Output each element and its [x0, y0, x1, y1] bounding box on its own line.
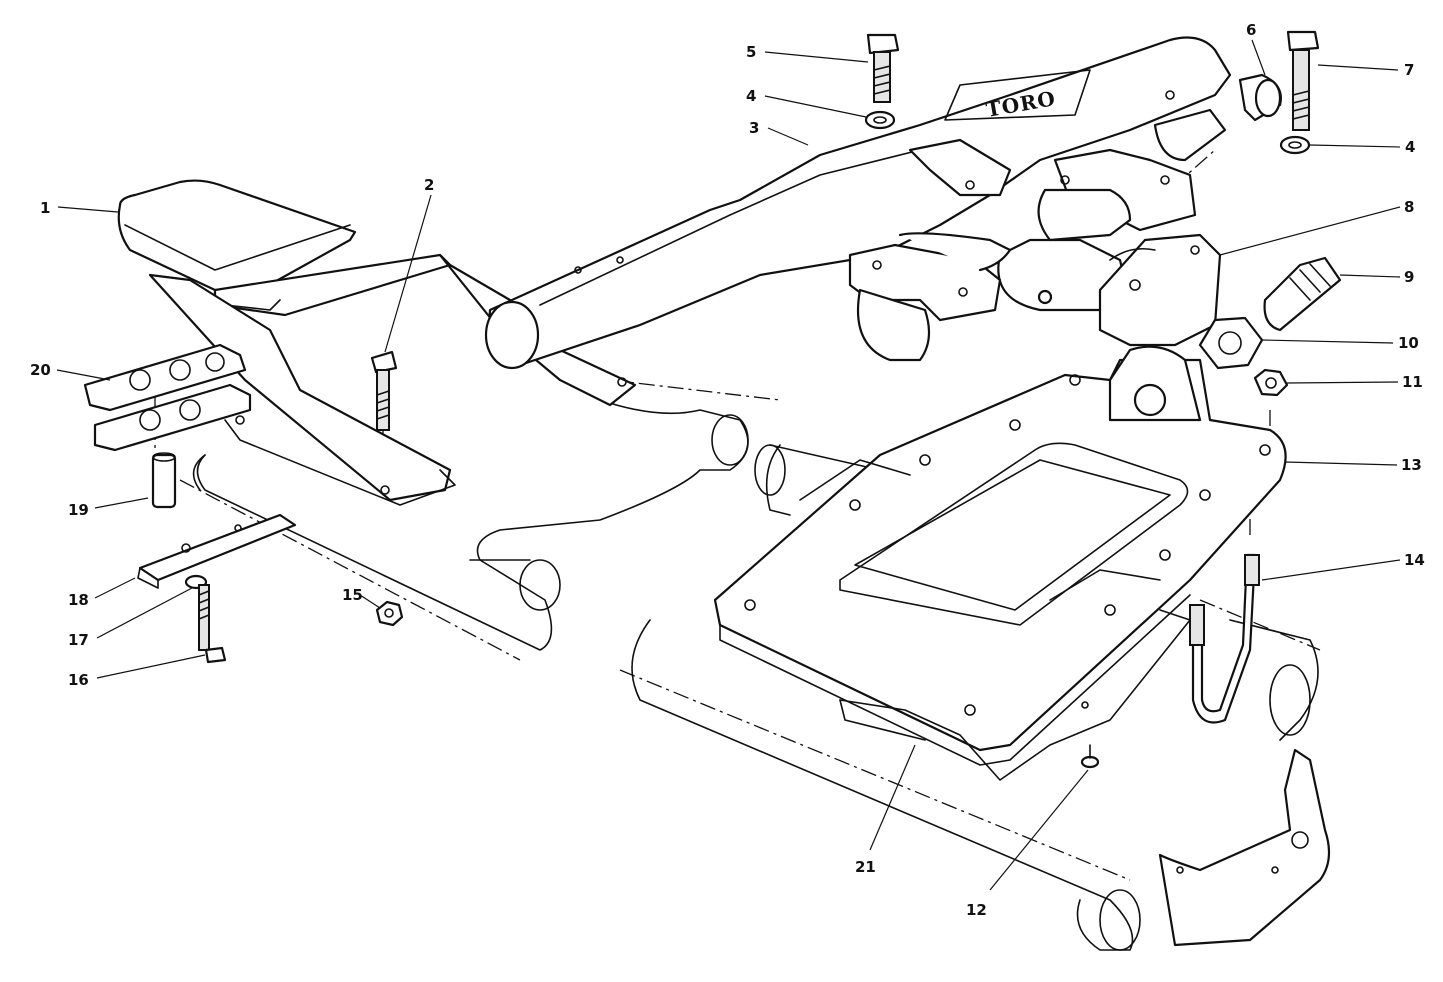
callout-13: 13	[1401, 456, 1422, 474]
callout-2: 2	[424, 176, 434, 194]
callout-5: 5	[746, 43, 756, 61]
callout-4-left: 4	[746, 87, 756, 105]
part-4-washer-right	[1279, 135, 1311, 155]
callout-11: 11	[1402, 373, 1423, 391]
callout-3: 3	[749, 119, 759, 137]
callout-1: 1	[40, 199, 50, 217]
part-11-nut	[1253, 368, 1289, 397]
callout-8: 8	[1404, 198, 1414, 216]
part-9-threaded-pin	[1263, 256, 1342, 332]
frame-tube-left	[192, 399, 749, 651]
part-14-u-bolt	[1189, 553, 1260, 724]
part-2-bolt	[370, 350, 398, 431]
part-12-screw	[1080, 744, 1100, 769]
part-1-foot-pad	[117, 179, 452, 317]
callout-6: 6	[1246, 21, 1256, 39]
part-8-bearing-block	[1098, 233, 1222, 347]
part-21-under-plate	[839, 609, 1191, 781]
callout-19: 19	[68, 501, 89, 519]
callout-15: 15	[342, 586, 363, 604]
part-13-base-plate	[713, 345, 1287, 766]
callout-4-right: 4	[1405, 138, 1415, 156]
callout-7: 7	[1404, 61, 1414, 79]
rear-guard	[1158, 748, 1331, 947]
callout-17: 17	[68, 631, 89, 649]
part-20-clamp-block	[83, 343, 252, 452]
part-19-spacer	[151, 452, 177, 509]
part-16-bolt	[198, 584, 227, 664]
frame-tube-right	[631, 444, 1319, 951]
callout-14: 14	[1404, 551, 1425, 569]
callout-21: 21	[855, 858, 876, 876]
callout-18: 18	[68, 591, 89, 609]
part-3-handle-arm: TORO	[484, 36, 1282, 370]
swivel-yoke	[848, 148, 1197, 362]
callout-16: 16	[68, 671, 89, 689]
part-4-washer-left	[864, 110, 896, 130]
callout-10: 10	[1398, 334, 1419, 352]
callout-20: 20	[30, 361, 51, 379]
part-7-bolt	[1286, 30, 1320, 131]
callout-9: 9	[1404, 268, 1414, 286]
callout-labels: 1 2 3 4 4 5 6 7 8 9 10 11 12 13 14 15 16…	[30, 21, 1425, 919]
part-15-nut	[375, 600, 404, 627]
callout-12: 12	[966, 901, 987, 919]
part-5-bolt	[866, 33, 900, 103]
part-18-channel-bracket	[137, 513, 297, 589]
leader-lines	[56, 39, 1401, 891]
